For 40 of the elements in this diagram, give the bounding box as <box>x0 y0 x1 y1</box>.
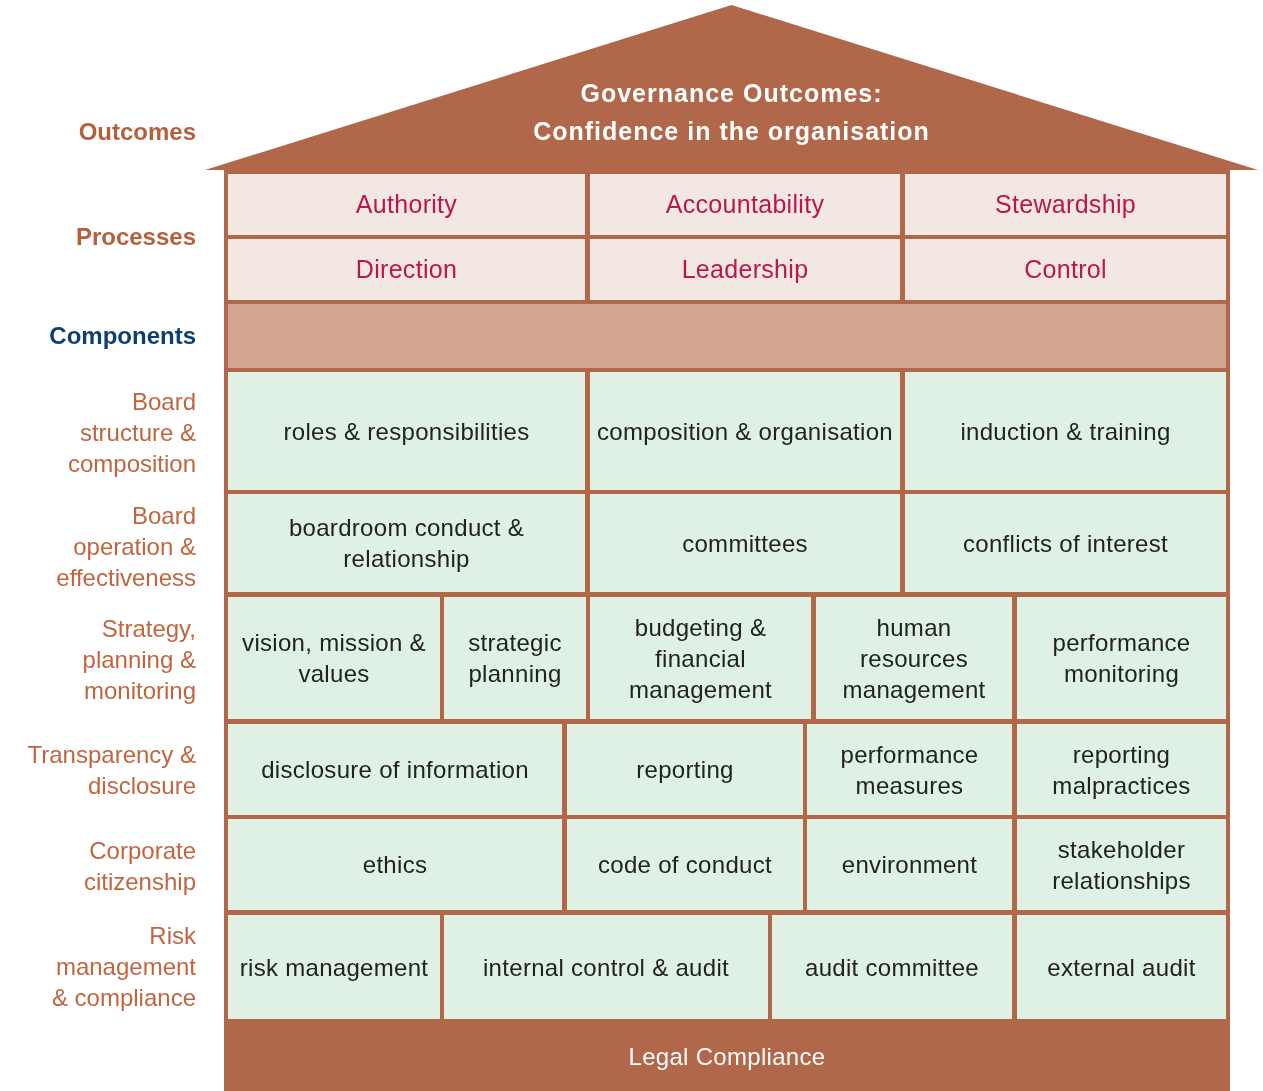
component-box: vision, mission & values <box>228 597 440 719</box>
level-heading: Outcomes <box>77 116 196 147</box>
component-box: budgeting & financial management <box>590 597 811 719</box>
process-box: Control <box>905 239 1226 300</box>
component-box: external audit <box>1017 915 1226 1019</box>
process-box: Stewardship <box>905 174 1226 235</box>
component-box: conflicts of interest <box>905 494 1226 592</box>
process-box: Authority <box>228 174 585 235</box>
component-box: induction & training <box>905 372 1226 490</box>
component-box: roles & responsibilities <box>228 372 585 490</box>
level-heading: Processes <box>74 221 196 252</box>
title-text: Governance Outcomes: Confidence in the organisation <box>532 78 931 147</box>
component-box: stakeholder relationships <box>1017 819 1226 910</box>
component-box: committees <box>590 494 900 592</box>
component-box: performance monitoring <box>1017 597 1226 719</box>
category-label: Risk management & compliance <box>50 920 196 1013</box>
component-box: environment <box>807 819 1012 910</box>
process-box: Leadership <box>590 239 900 300</box>
component-box: audit committee <box>772 915 1012 1019</box>
process-box: Accountability <box>590 174 900 235</box>
component-box: human resources management <box>816 597 1012 719</box>
component-box: risk management <box>228 915 440 1019</box>
category-label: Transparency & disclosure <box>26 740 196 801</box>
category-label: Corporate citizenship <box>82 836 196 897</box>
component-box: code of conduct <box>567 819 803 910</box>
component-box: internal control & audit <box>444 915 768 1019</box>
category-label: Board operation & effectiveness <box>55 500 196 593</box>
components-band <box>228 304 1226 368</box>
component-box: reporting malpractices <box>1017 724 1226 815</box>
component-box: disclosure of information <box>228 724 562 815</box>
process-box: Direction <box>228 239 585 300</box>
component-box: boardroom conduct & relationship <box>228 494 585 592</box>
component-box: ethics <box>228 819 562 910</box>
component-box: composition & organisation <box>590 372 900 490</box>
level-heading: Components <box>48 320 196 351</box>
component-box: performance measures <box>807 724 1012 815</box>
component-box: strategic planning <box>444 597 586 719</box>
category-label: Strategy, planning & monitoring <box>81 613 196 706</box>
component-box: reporting <box>567 724 803 815</box>
category-label: Board structure & composition <box>66 386 196 479</box>
